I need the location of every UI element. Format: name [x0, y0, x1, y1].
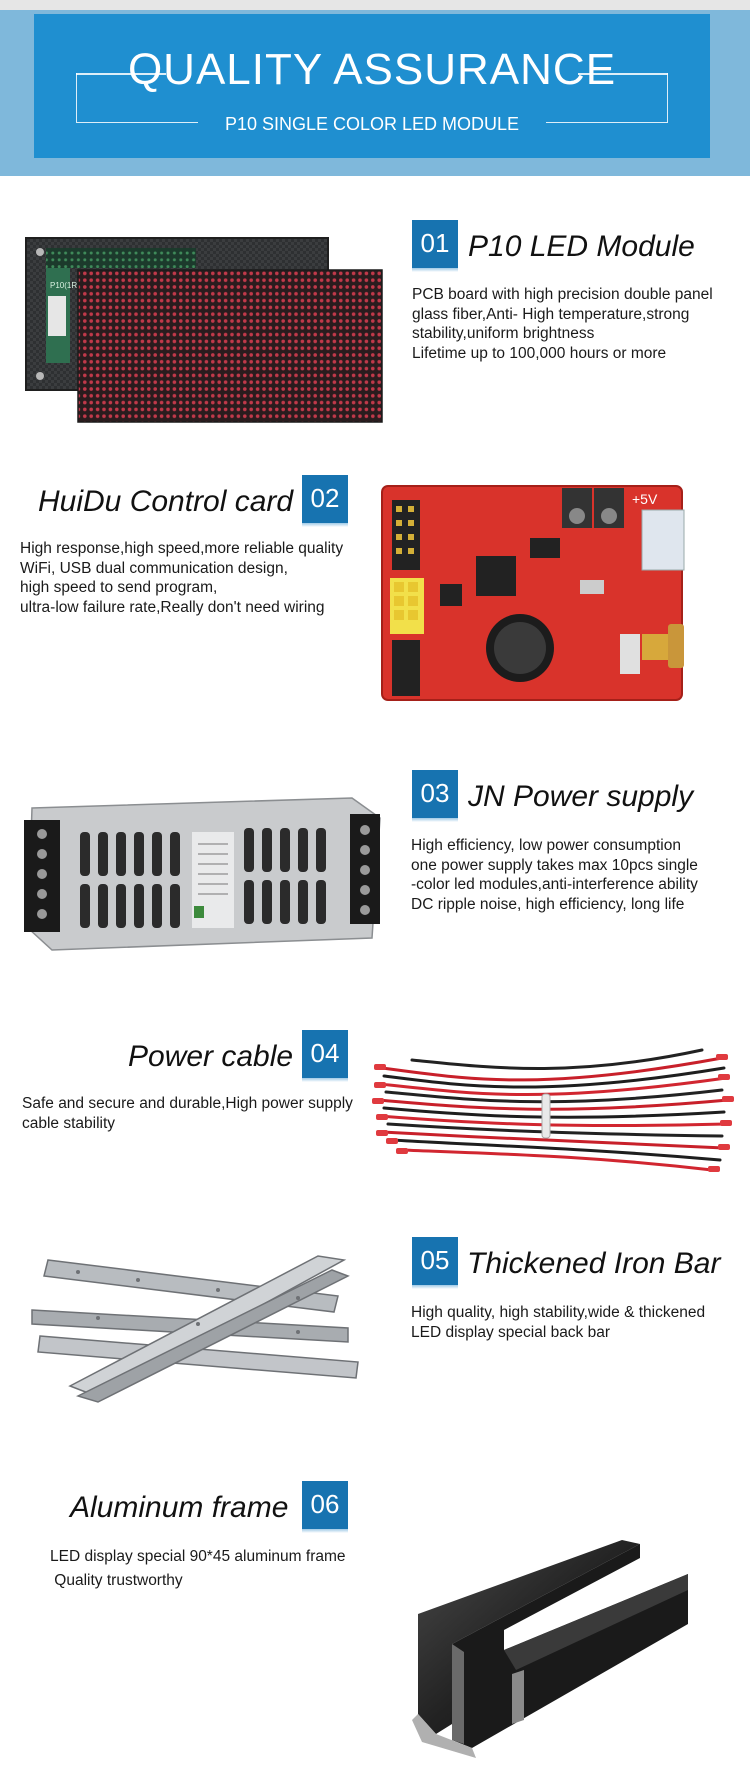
section-desc-power-cable: Safe and secure and durable,High power s… [22, 1094, 353, 1133]
desc-line: LED display special back bar [411, 1323, 611, 1341]
desc-line: high speed to send program, [20, 579, 218, 596]
banner-frame-line-right [578, 73, 668, 75]
p10-led-module-photo: P10(1R) [25, 237, 383, 423]
section-title-p10-led-module: P10 LED Module [468, 230, 695, 263]
section-number-06: 06 [302, 1481, 348, 1533]
desc-line: Quality trustworthy [50, 1572, 183, 1589]
section-desc-p10: PCB board with high precision double pan… [412, 285, 713, 363]
section-title-aluminum-frame: Aluminum frame [70, 1491, 289, 1524]
banner-subtitle: P10 SINGLE COLOR LED MODULE [224, 114, 520, 134]
iron-bar-photo [31, 1255, 359, 1403]
section-title-thickened-iron-bar: Thickened Iron Bar [467, 1247, 721, 1280]
section-number-03: 03 [412, 770, 458, 822]
desc-line: cable stability [22, 1114, 116, 1132]
section-number-01: 01 [412, 220, 458, 272]
desc-line: High efficiency, low power consumption [411, 837, 681, 854]
section-desc-iron-bar: High quality, high stability,wide & thic… [411, 1303, 705, 1342]
section-desc-huidu: High response,high speed,more reliable q… [20, 539, 343, 617]
top-strip [0, 0, 750, 10]
section-desc-aluminum-frame: LED display special 90*45 aluminum frame… [50, 1545, 346, 1593]
card-voltage-label: +5V [632, 491, 658, 507]
section-number-02: 02 [302, 475, 348, 527]
section-title-jn-power-supply: JN Power supply [468, 780, 694, 813]
banner-subtitle-background [198, 111, 546, 135]
desc-line: stability,uniform brightness [412, 325, 595, 342]
desc-line: -color led modules,anti-interference abi… [411, 876, 698, 893]
desc-line: High response,high speed,more reliable q… [20, 540, 344, 557]
desc-line: PCB board with high precision double pan… [412, 286, 713, 303]
desc-line: ultra-low failure rate,Really don't need… [20, 598, 325, 616]
desc-line: High quality, high stability,wide & thic… [411, 1304, 706, 1321]
aluminum-frame-photo [412, 1540, 688, 1758]
power-supply-photo [24, 797, 381, 951]
desc-line: LED display special 90*45 aluminum frame [50, 1548, 346, 1565]
desc-line: one power supply takes max 10pcs single [411, 856, 698, 874]
module-label: P10(1R) [50, 281, 80, 290]
section-number-05: 05 [412, 1237, 458, 1289]
section-title-huidu-control-card: HuiDu Control card [38, 485, 294, 518]
banner-frame-line-left [76, 73, 166, 75]
power-cable-photo [372, 1048, 734, 1172]
section-desc-power-supply: High efficiency, low power consumption o… [411, 836, 698, 914]
section-title-power-cable: Power cable [128, 1040, 294, 1073]
desc-line: WiFi, USB dual communication design, [20, 559, 288, 577]
desc-line: Safe and secure and durable,High power s… [22, 1095, 353, 1112]
banner-title: QUALITY ASSURANCE [127, 45, 617, 94]
desc-line: Lifetime up to 100,000 hours or more [412, 344, 667, 362]
huidu-control-card-photo: +5V [381, 485, 685, 701]
desc-line: DC ripple noise, high efficiency, long l… [411, 895, 685, 913]
section-number-04: 04 [302, 1030, 348, 1082]
desc-line: glass fiber,Anti- High temperature,stron… [412, 305, 690, 323]
